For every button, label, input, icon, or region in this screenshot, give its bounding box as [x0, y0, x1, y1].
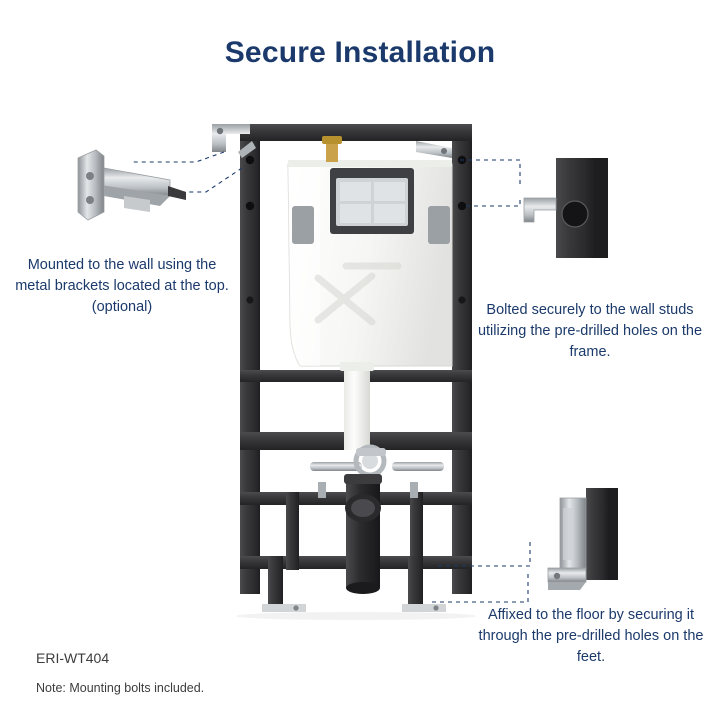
concealed-tank [287, 136, 453, 367]
waste-pipe [344, 474, 382, 594]
callout-bottom-right-text: Affixed to the floor by securing it thro… [478, 607, 704, 666]
wall-brackets [212, 124, 452, 158]
frame-hole-detail [523, 158, 608, 258]
product-sku: ERI-WT404 [36, 650, 110, 666]
mid-hardware [310, 444, 444, 498]
frame-feet [236, 556, 476, 620]
leader-lines [130, 151, 531, 603]
wall-bracket-detail [77, 149, 186, 221]
footer-note: Note: Mounting bolts included. [36, 681, 205, 695]
page-title: Secure Installation [224, 36, 496, 69]
flush-pipe [340, 362, 374, 450]
callout-top-left-text: Mounted to the wall using the metal brac… [15, 257, 229, 316]
foot-plate-detail [547, 488, 618, 590]
callout-right-text: Bolted securely to the wall studs utiliz… [477, 302, 703, 361]
